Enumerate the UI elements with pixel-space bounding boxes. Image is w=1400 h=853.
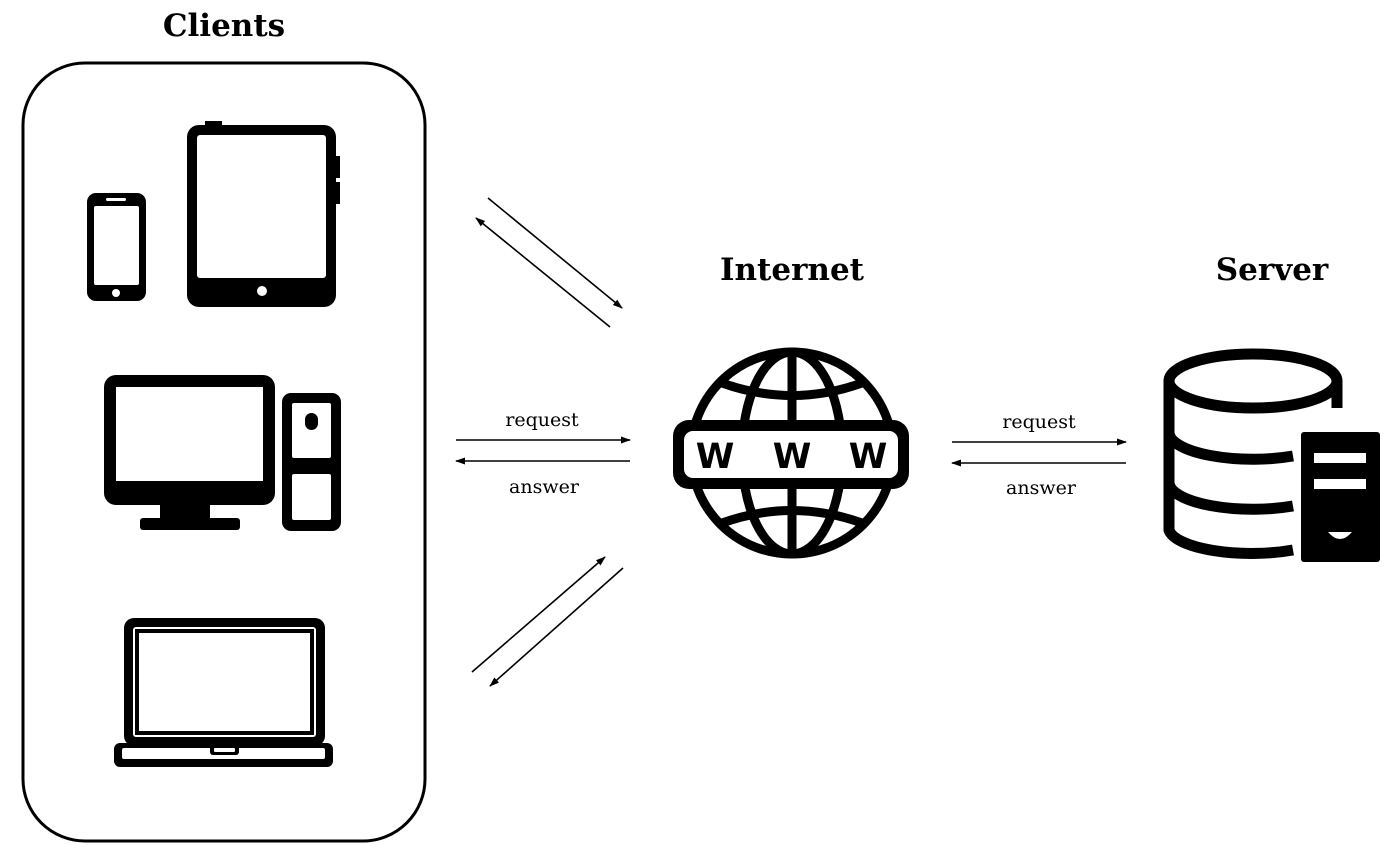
globe-www-icon: W W W — [673, 347, 909, 559]
laptop-icon — [114, 618, 333, 767]
internet-server-answer-label: answer — [1006, 477, 1076, 499]
clients-container — [21, 61, 427, 843]
client-internet-arrows — [455, 436, 631, 465]
smartphone-icon — [87, 193, 146, 301]
internet-server-arrows — [951, 438, 1127, 467]
server-title: Server — [1215, 252, 1329, 288]
globe-www-letter: W — [849, 437, 888, 477]
client-internet-answer-label: answer — [509, 476, 579, 498]
lower-diagonal-arrows — [471, 556, 624, 687]
internet-title: Internet — [720, 252, 864, 288]
desktop-icon — [104, 375, 341, 531]
database-server-icon — [1163, 348, 1380, 562]
globe-www-letter: W — [773, 437, 812, 477]
client-internet-request-label: request — [505, 409, 579, 431]
tablet-icon — [187, 121, 340, 307]
upper-diagonal-arrows — [475, 197, 623, 328]
globe-www-letter: W — [696, 437, 735, 477]
clients-title: Clients — [162, 8, 286, 44]
internet-server-request-label: request — [1002, 411, 1076, 433]
